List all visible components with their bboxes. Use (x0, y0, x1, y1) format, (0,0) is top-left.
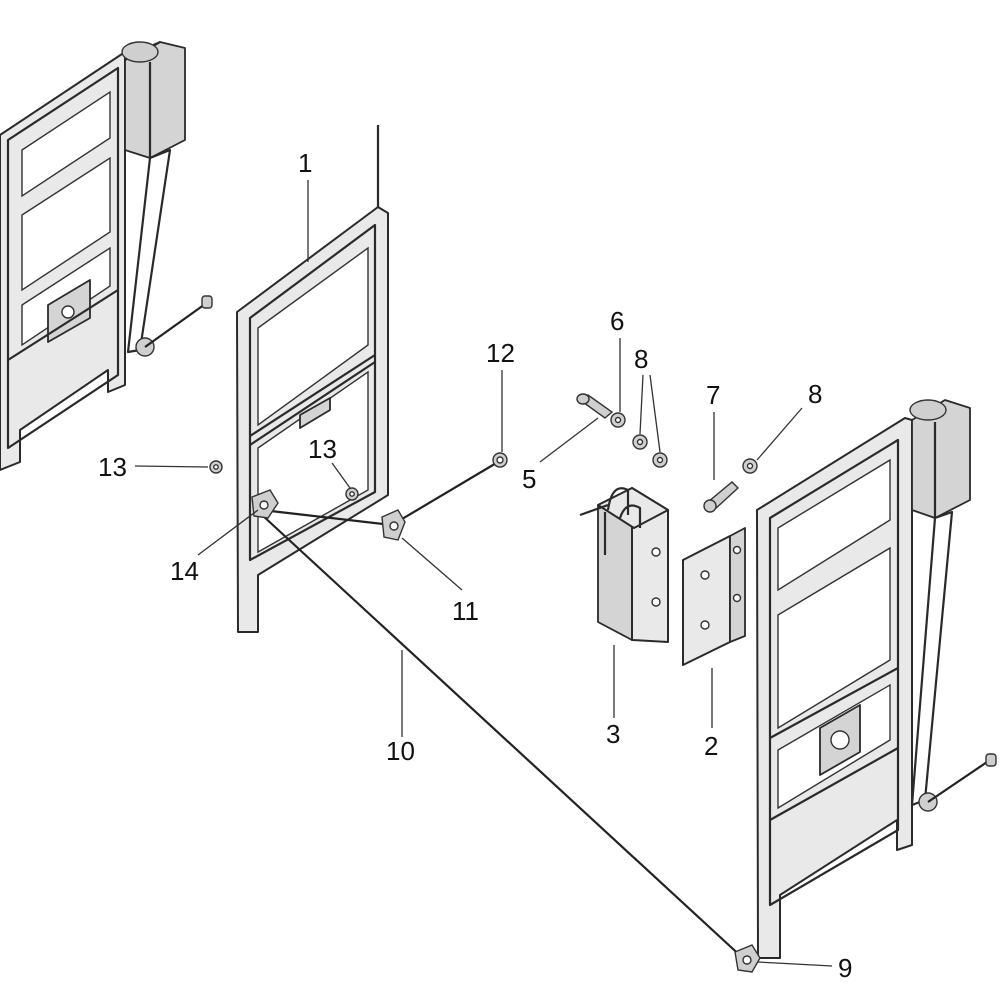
nut-8-b (652, 452, 668, 468)
callout-8-b: 8 (808, 379, 822, 409)
bolt-7 (703, 481, 740, 513)
bolt-5 (576, 393, 614, 419)
eye-bolt-12 (492, 452, 508, 468)
center-gate-frame (236, 125, 389, 633)
leader-lines (134, 180, 833, 967)
nut-8-c (742, 458, 758, 474)
callout-12: 12 (486, 338, 515, 368)
cable-assembly (261, 461, 746, 961)
angle-plate-2 (682, 527, 746, 666)
callout-9: 9 (838, 953, 852, 983)
callout-10: 10 (386, 736, 415, 766)
callout-labels: 1 2 3 5 6 7 8 8 9 10 11 12 13 13 14 (98, 148, 852, 983)
callout-1: 1 (298, 148, 312, 178)
left-gate-frame (0, 41, 213, 471)
pulley-11 (381, 509, 406, 541)
callout-3: 3 (606, 719, 620, 749)
nut-8-a (632, 434, 648, 450)
callout-13-a: 13 (98, 452, 127, 482)
hinge-bracket-3 (579, 487, 669, 643)
nut-13-center (345, 487, 359, 501)
right-gate-frame (756, 399, 997, 959)
callout-11: 11 (452, 596, 479, 626)
nut-13-left (209, 460, 223, 474)
callout-13-b: 13 (308, 434, 337, 464)
callout-2: 2 (704, 731, 718, 761)
callout-14: 14 (170, 556, 199, 586)
callout-6: 6 (610, 306, 624, 336)
pulley-9 (734, 944, 761, 973)
callout-5: 5 (522, 464, 536, 494)
callout-7: 7 (706, 380, 720, 410)
callout-8-a: 8 (634, 344, 648, 374)
washer-6 (610, 412, 626, 428)
